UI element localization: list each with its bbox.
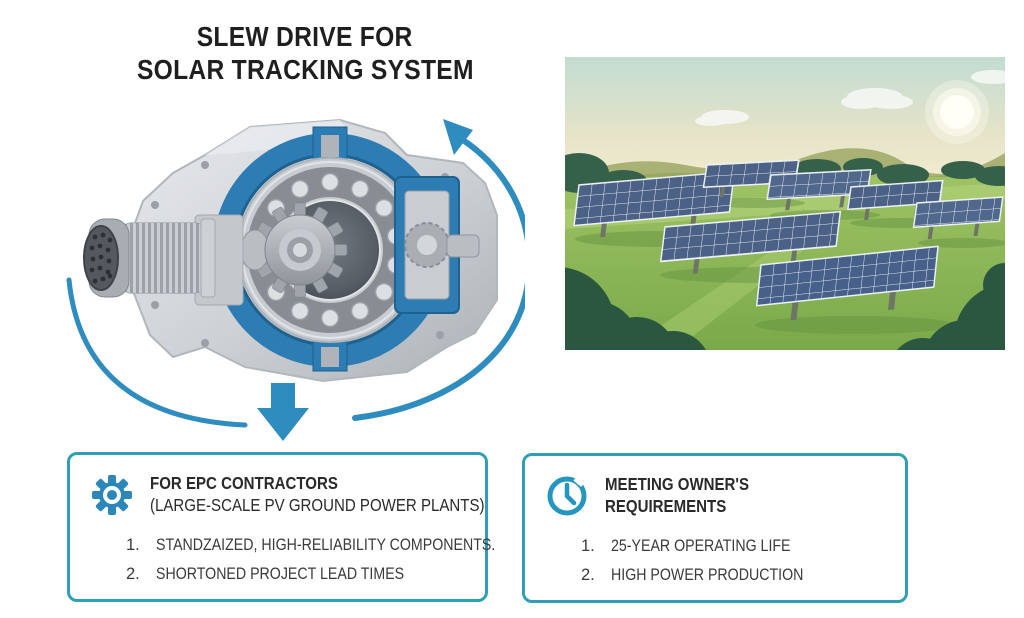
epc-heading: FOR EPC CONTRACTORS (LARGE-SCALE PV GROU…: [150, 471, 539, 516]
item-text: HIGH POWER PRODUCTION: [611, 566, 804, 584]
drive-output-pocket: [394, 176, 480, 314]
sun-icon: [925, 80, 989, 144]
slew-drive-svg: [66, 118, 525, 441]
item-text: STANDZAIZED, HIGH-RELIABILITY COMPONENTS…: [156, 536, 496, 554]
title-line-1: SLEW DRIVE FOR: [197, 21, 413, 52]
title-line-2: SOLAR TRACKING SYSTEM: [136, 54, 474, 85]
rotation-arc-right: [352, 137, 525, 421]
epc-heading-line-2: (LARGE-SCALE PV GROUND POWER PLANTS): [150, 495, 485, 515]
down-arrow-icon: [257, 383, 309, 441]
owner-heading: MEETING OWNER'S REQUIREMENTS: [605, 472, 773, 517]
owner-requirements-box: MEETING OWNER'S REQUIREMENTS 1. 25-YEAR …: [522, 453, 908, 603]
item-number: 1.: [581, 537, 595, 555]
item-number: 1.: [126, 536, 140, 554]
solar-farm-svg: [565, 57, 1005, 350]
foreground-bushes: [565, 263, 1005, 350]
gear-icon: [92, 475, 132, 515]
epc-contractors-box: FOR EPC CONTRACTORS (LARGE-SCALE PV GROU…: [67, 452, 495, 602]
slew-drive-illustration: [55, 95, 525, 455]
page-title: SLEW DRIVE FOR SOLAR TRACKING SYSTEM: [110, 20, 500, 86]
list-item: 2. SHORTONED PROJECT LEAD TIMES: [126, 564, 471, 584]
owner-list: 1. 25-YEAR OPERATING LIFE 2. HIGH POWER …: [543, 536, 891, 585]
list-item: 1. STANDZAIZED, HIGH-RELIABILITY COMPONE…: [126, 535, 495, 555]
rotation-arc-left: [66, 277, 248, 428]
clock-icon: [547, 474, 587, 516]
solar-panel-arrays: [573, 159, 1004, 321]
owner-heading-line-1: MEETING OWNER'S: [605, 474, 750, 494]
item-number: 2.: [126, 565, 140, 583]
owner-heading-line-2: REQUIREMENTS: [605, 496, 727, 516]
list-item: 1. 25-YEAR OPERATING LIFE: [581, 536, 891, 556]
epc-list: 1. STANDZAIZED, HIGH-RELIABILITY COMPONE…: [88, 535, 495, 584]
item-text: SHORTONED PROJECT LEAD TIMES: [156, 565, 405, 583]
clouds: [695, 70, 1005, 126]
list-item: 2. HIGH POWER PRODUCTION: [581, 565, 891, 585]
solar-farm-illustration: [565, 57, 1005, 350]
epc-heading-line-1: FOR EPC CONTRACTORS: [150, 473, 338, 493]
item-number: 2.: [581, 566, 595, 584]
rotation-arrowhead-icon: [443, 119, 473, 155]
drive-motor: [83, 214, 244, 306]
item-text: 25-YEAR OPERATING LIFE: [611, 537, 791, 555]
